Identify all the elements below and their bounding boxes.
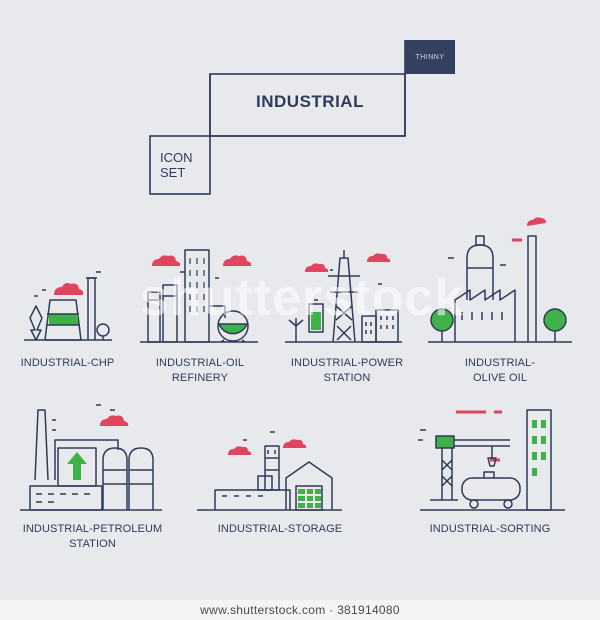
- icon-label-olive-oil: INDUSTRIAL- OLIVE OIL: [440, 356, 560, 386]
- icon-label-olive-oil-line2: OLIVE OIL: [472, 372, 528, 384]
- icon-label-petroleum-station-line1: INDUSTRIAL-PETROLEUM: [22, 523, 163, 535]
- icon-label-petroleum-station-line2: STATION: [69, 538, 116, 550]
- icon-label-power-station-line2: STATION: [323, 372, 371, 384]
- icon-label-sorting: INDUSTRIAL-SORTING: [420, 522, 560, 537]
- icon-label-sorting-text: INDUSTRIAL-SORTING: [429, 523, 551, 535]
- icon-label-storage: INDUSTRIAL-STORAGE: [210, 522, 350, 537]
- icon-label-oil-refinery-line1: INDUSTRIAL-OIL: [155, 357, 245, 369]
- icon-label-storage-text: INDUSTRIAL-STORAGE: [217, 523, 343, 535]
- icon-label-olive-oil-line1: INDUSTRIAL-: [464, 357, 536, 369]
- icon-set-label-line1: ICON: [160, 150, 193, 165]
- icon-set-label-line2: SET: [160, 165, 186, 180]
- footer-credit: www.shutterstock.com · 381914080: [0, 600, 600, 620]
- icon-label-chp: INDUSTRIAL-CHP: [20, 356, 115, 371]
- icon-set-label: ICON SET: [160, 150, 193, 180]
- icon-label-petroleum-station: INDUSTRIAL-PETROLEUM STATION: [20, 522, 165, 552]
- page-title: INDUSTRIAL: [256, 92, 364, 111]
- icon-label-oil-refinery: INDUSTRIAL-OIL REFINERY: [140, 356, 260, 386]
- badge-thinny: THINNY: [405, 40, 455, 74]
- icon-label-power-station: INDUSTRIAL-POWER STATION: [282, 356, 412, 386]
- icon-label-chp-text: INDUSTRIAL-CHP: [20, 357, 115, 369]
- icon-label-oil-refinery-line2: REFINERY: [171, 372, 229, 384]
- icon-label-power-station-line1: INDUSTRIAL-POWER: [290, 357, 404, 369]
